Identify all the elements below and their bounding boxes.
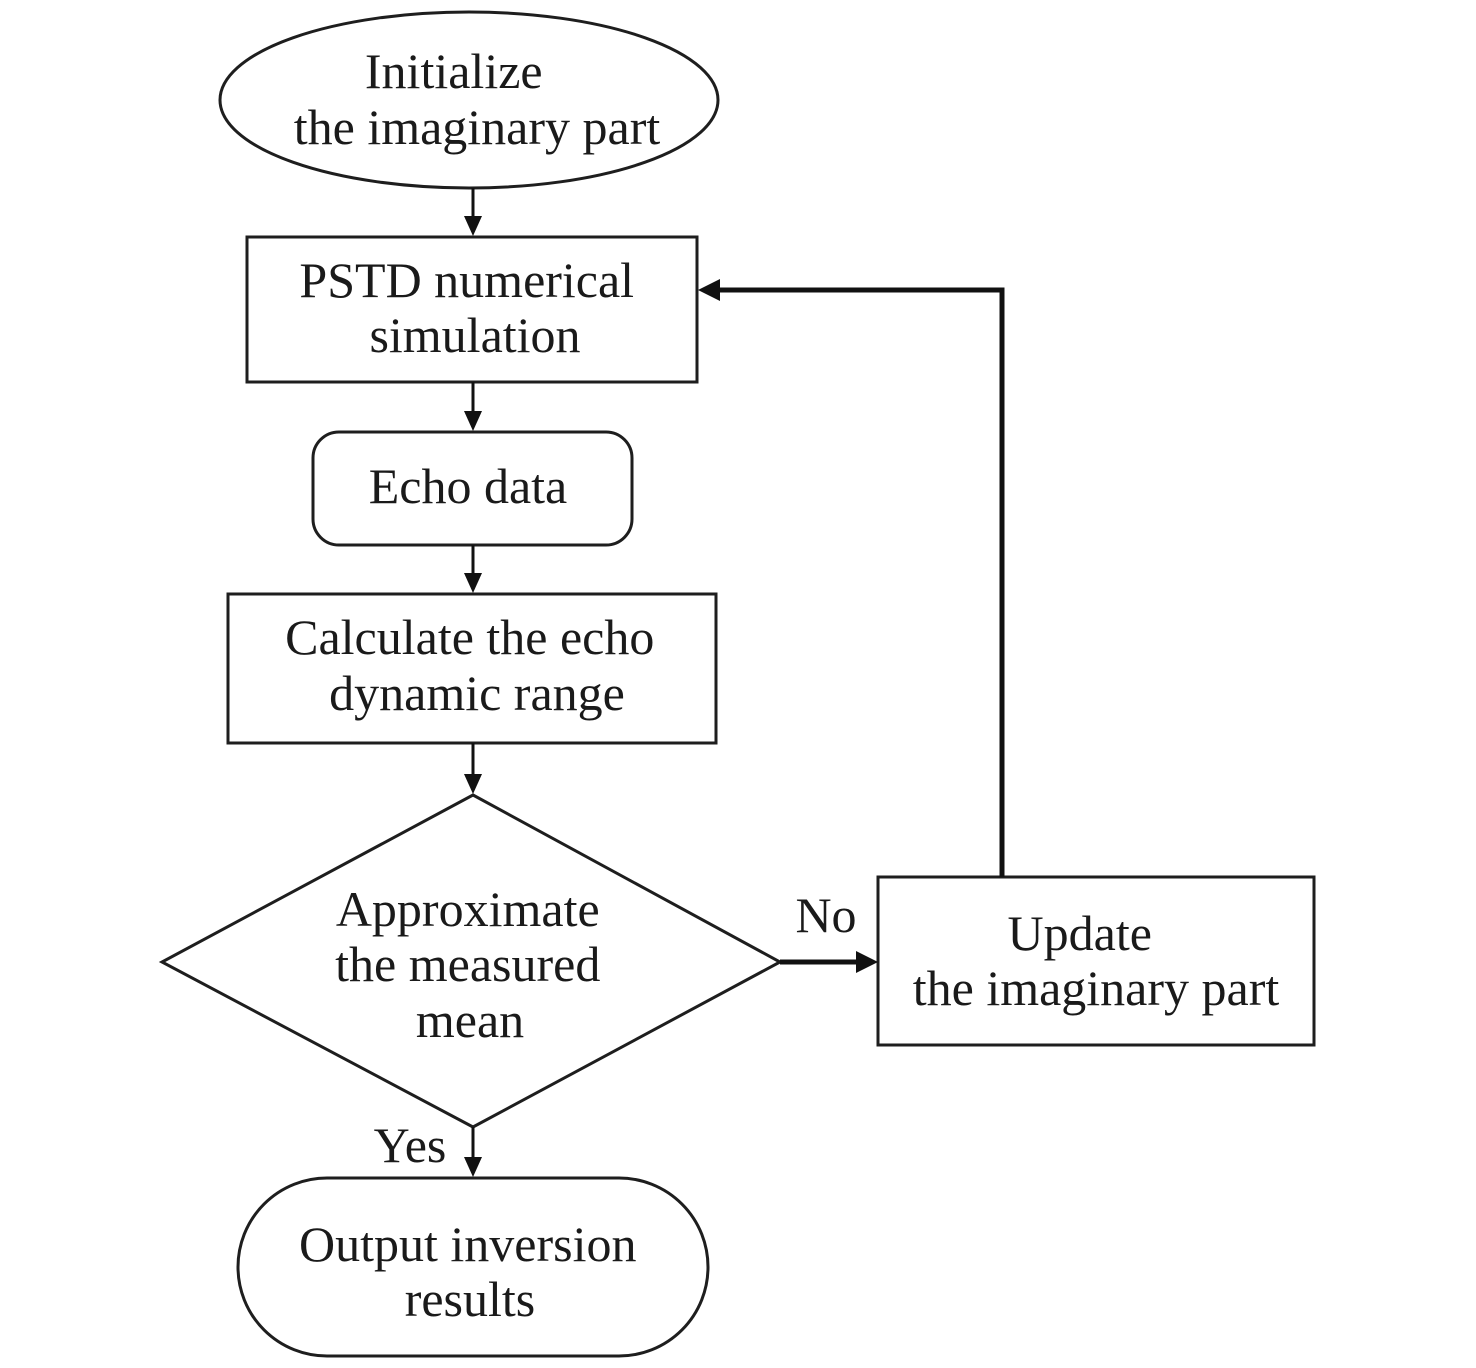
decision-label: Approximate the measured mean	[335, 881, 613, 1048]
update-label: Update the imaginary part	[913, 905, 1280, 1016]
arrow-decision-to-output	[464, 1127, 482, 1177]
arrow-update-to-pstd	[698, 279, 1005, 877]
arrow-echo-to-calc	[464, 545, 482, 593]
calculate-label: Calculate the echo dynamic range	[285, 609, 667, 721]
start-label: Initialize the imaginary part	[294, 43, 661, 155]
pstd-simulation-box	[245, 235, 699, 384]
arrow-decision-to-update	[780, 951, 878, 973]
output-terminal	[236, 1176, 710, 1358]
pstd-label: PSTD numerical simulation	[299, 252, 646, 363]
echo-data-label: Echo data	[369, 458, 568, 514]
start-ellipse	[218, 10, 720, 190]
output-label: Output inversion results	[299, 1216, 649, 1327]
yes-branch-label: Yes	[374, 1117, 447, 1173]
update-imaginary-box	[876, 875, 1316, 1047]
calculate-range-box	[226, 592, 718, 745]
arrow-calc-to-decision	[464, 743, 482, 794]
no-branch-label: No	[795, 887, 856, 943]
arrow-init-to-pstd	[464, 188, 482, 236]
arrow-pstd-to-echo	[464, 382, 482, 431]
